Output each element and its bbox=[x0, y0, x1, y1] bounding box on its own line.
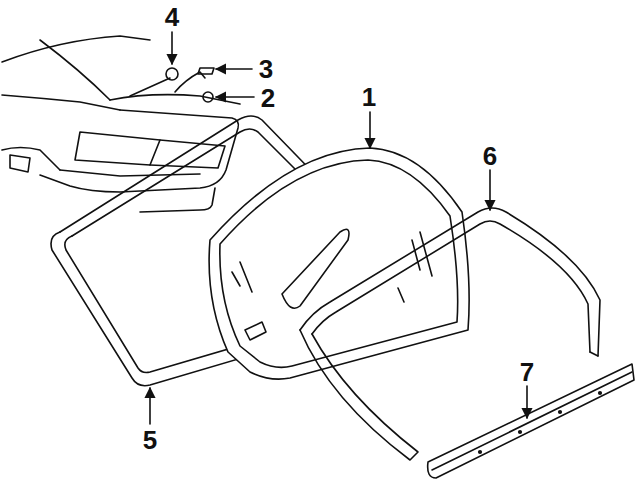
callout-number: 6 bbox=[483, 143, 497, 169]
callout-number: 3 bbox=[259, 56, 273, 82]
callout-number: 4 bbox=[165, 4, 179, 30]
leader-arrows bbox=[150, 32, 527, 424]
car-body bbox=[2, 36, 240, 212]
callout-number: 5 bbox=[143, 427, 157, 453]
callout-number: 7 bbox=[520, 359, 534, 385]
reveal-molding bbox=[300, 208, 600, 460]
callout-number: 1 bbox=[362, 84, 376, 110]
callout-number: 2 bbox=[261, 85, 275, 111]
back-glass bbox=[209, 148, 469, 379]
